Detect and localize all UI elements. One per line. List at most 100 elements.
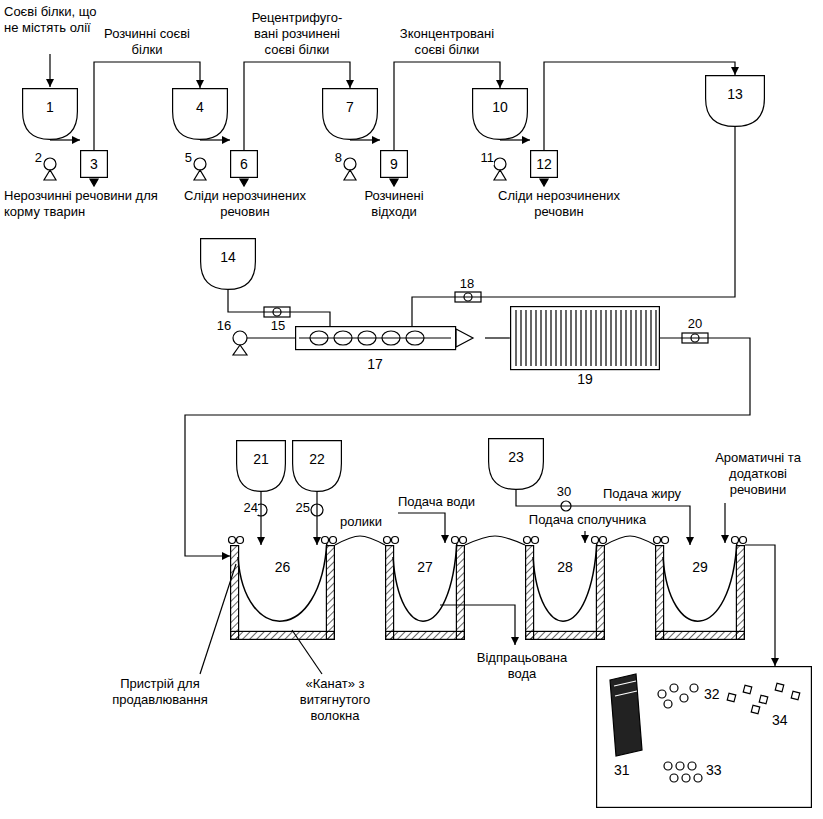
flow-line [185,338,750,556]
water-feed-arrow [398,513,445,543]
label-block: Розчинені відходи [344,188,444,220]
callout-number: 8 [335,150,342,165]
label-block: Ароматичні та додаткові речовини [700,450,816,498]
label-block: Подача сполучника [525,512,650,528]
bath-tank: 29 [655,545,745,640]
callout-number: 5 [185,150,192,165]
label-block: Соєві білки, що не містять олії [4,4,104,36]
pump-symbol [344,158,356,170]
process-note: Ароматичні та додаткові речовини [715,450,801,497]
equipment-number: 4 [196,99,204,116]
equipment-number: 9 [390,156,398,173]
process-note: Пристрій для продавлювання [112,676,207,707]
label-block: 25 [292,500,310,516]
flow-line [316,492,317,545]
equipment-number: 29 [692,559,708,576]
bath-tank: 28 [525,545,605,640]
process-note: «Канат» з витягнутого волокна [300,676,370,723]
process-note: Соєві білки, що не містять олії [4,4,97,35]
flow-label: Рецентрифуго- вані розчинені соєві білки [241,10,353,58]
cooling-die: 19 [510,306,660,386]
equipment-number: 14 [220,249,236,266]
equipment-number: 6 [240,156,248,173]
label-block: 18 [455,276,479,292]
label-block: Пристрій для продавлювання [100,676,220,708]
callout-number: 25 [296,500,310,515]
hopper-tank: 1 [22,88,78,140]
label-block: 5 [176,150,192,166]
flow-line [335,536,385,545]
equipment-number: 12 [536,156,552,173]
equipment-number: 13 [727,86,743,103]
process-note: Відпрацьована вода [477,650,568,681]
hopper-tank: 23 [488,438,544,490]
pump-symbol [194,158,206,170]
label-block: 20 [683,316,707,332]
equipment-number: 27 [417,559,433,576]
centrifuge-box: 6 [230,150,258,178]
drain-arrow [90,179,548,186]
label-block: 16 [214,318,234,334]
flow-label: Зконцентровані соєві білки [391,26,503,58]
equipment-number: 26 [275,559,291,576]
equipment-number: 17 [367,356,383,373]
equipment-number: 1 [46,99,54,116]
equipment-number: 19 [577,371,593,388]
callout-number: 11 [481,150,495,165]
equipment-number: 10 [492,99,508,116]
equipment-number: 31 [614,762,630,779]
label-block: ролики [336,514,386,530]
label-block: Подача води [398,494,488,510]
equipment-number: 7 [346,99,354,116]
equipment-number: 34 [772,712,788,729]
process-note: ролики [340,514,382,529]
flow-line [605,536,655,545]
hopper-tank: 4 [172,88,228,140]
centrifuge-box: 9 [380,150,408,178]
process-note: Подача сполучника [529,512,646,527]
equipment-number: 3 [90,156,98,173]
flow-label: Розчинні соєві білки [91,26,203,58]
equipment-number: 32 [704,686,720,703]
centrifuge-box: 3 [80,150,108,178]
hopper-tank: 10 [472,88,528,140]
stream-name: Розчинні соєві білки [104,26,190,57]
extruder: 17 [295,326,485,378]
callout-number: 18 [460,276,474,291]
process-note: Сліди нерозчинених речовин [184,188,306,219]
pump-symbol [44,158,56,170]
label-block: 8 [326,150,342,166]
pump-symbol [233,331,247,345]
centrifuge-box: 12 [530,150,558,178]
label-block: 24 [238,500,258,516]
stream-name: Рецентрифуго- вані розчинені соєві білки [252,10,343,57]
bath-tank: 27 [385,545,465,640]
label-block: Відпрацьована вода [462,650,582,682]
process-note: Нерозчинні речовини для корму тварин [4,188,158,219]
hopper-tank: 14 [200,238,256,290]
equipment-number: 28 [557,559,573,576]
process-note: Сліди нерозчинених речовин [498,188,620,219]
process-note: Розчинені відходи [364,188,423,219]
equipment-number: 23 [508,449,524,466]
flow-line [260,492,261,545]
hopper-tank: 13 [705,75,765,127]
process-note: Подача жиру [603,486,681,501]
feed-arrow [49,54,50,87]
flow-line [465,536,525,545]
callout-number: 2 [35,150,42,165]
stream-name: Зконцентровані соєві білки [400,26,494,57]
label-block: 11 [472,150,494,166]
product-box: 31 32 33 34 [596,666,812,808]
label-block: 30 [552,484,576,500]
label-block: «Канат» з витягнутого волокна [285,676,385,724]
binder-feed-arrow [584,531,585,543]
process-note: Подача води [398,494,475,509]
pump-pipe [247,337,295,338]
label-block: Сліди нерозчинених речовин [170,188,320,220]
equipment-number: 22 [309,451,325,468]
flow-line [745,545,775,666]
flow-line [412,127,735,326]
label-block: 2 [26,150,42,166]
equipment-number: 33 [706,762,722,779]
